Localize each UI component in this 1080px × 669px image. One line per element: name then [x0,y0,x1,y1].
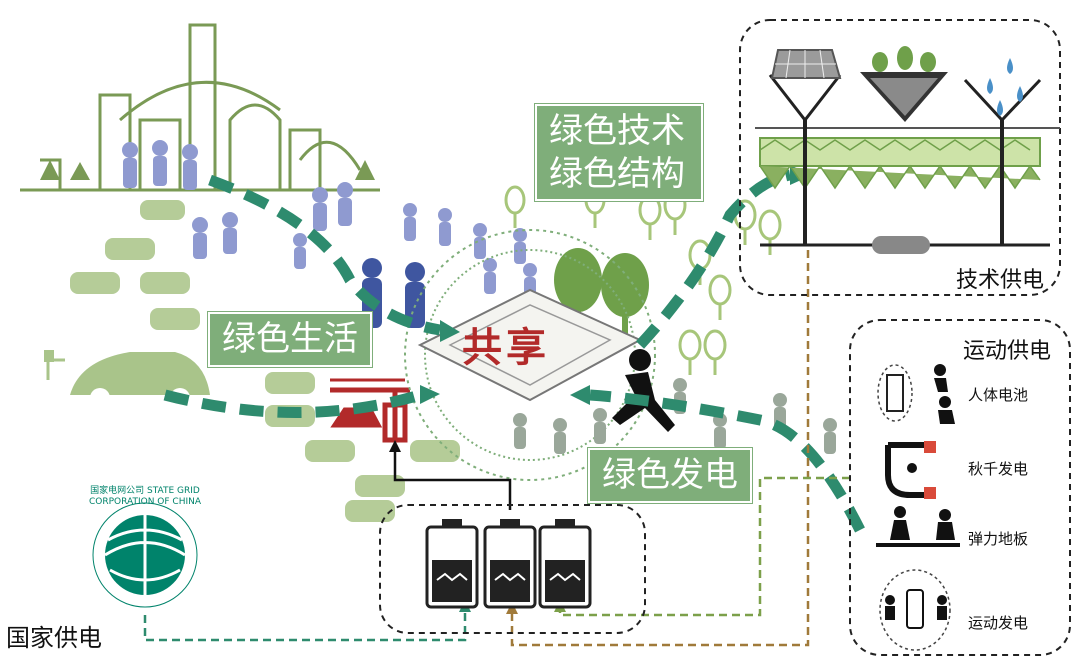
city-skyline [20,23,380,192]
state-grid-logo [92,502,198,608]
share-label: 共享 [462,325,550,371]
sport-item-sport-generation: 运动发电 [968,614,1029,632]
label-green-tech: 绿色技术 绿色结构 [535,104,703,201]
state-grid-title: 国家供电 [6,624,102,652]
green-roof-icon [860,46,948,122]
sport-line [558,476,850,617]
tech-line [510,250,810,647]
battery-panel [379,504,646,634]
sport-panel-title: 运动供电 [963,339,1052,364]
sport-item-human-battery: 人体电池 [968,386,1029,404]
label-green-structure-text: 绿色结构 [549,153,685,194]
arrow-hub-to-tech [635,169,792,349]
solar-panel-icon [770,49,842,79]
tech-structure [755,74,1060,254]
human-battery-icon [877,364,955,424]
runner-icon [612,349,675,432]
sport-panel [849,319,1071,656]
tech-panel-title: 技术供电 [956,268,1045,293]
grid-line [143,610,467,642]
label-green-tech-text: 绿色技术 [549,111,685,151]
label-green-generation-text: 绿色发电 [602,455,738,495]
battery-to-station-arrowhead [389,440,401,452]
skyline-trees [40,160,375,180]
tech-panel [739,19,1061,296]
sport-item-swing: 秋千发电 [968,460,1029,478]
big-trees [554,248,649,345]
label-green-life-text: 绿色生活 [222,319,358,359]
people-cluster [122,140,537,299]
runners-group [513,378,837,454]
swing-generator-icon [885,441,936,499]
arrow-people-to-hub [208,174,441,336]
sport-generator-icon [879,569,951,651]
battery-2 [483,519,537,609]
rain-drop-icon [987,58,1023,116]
arrow-sport-to-hub [589,389,865,533]
sport-item-elastic-floor: 弹力地板 [968,530,1029,548]
car-field [70,200,460,522]
electric-car [44,350,210,408]
battery-to-station-line [393,450,512,510]
battery-1 [425,519,479,609]
arrow-car-to-hub [163,389,422,418]
elastic-floor-icon [876,506,960,547]
battery-3 [538,519,592,609]
label-green-life: 绿色生活 [208,312,372,367]
flow-arrows [163,169,865,533]
label-green-generation: 绿色发电 [588,448,752,503]
state-grid-logo-text: 国家电网公司 STATE GRID CORPORATION OF CHINA [88,486,202,507]
